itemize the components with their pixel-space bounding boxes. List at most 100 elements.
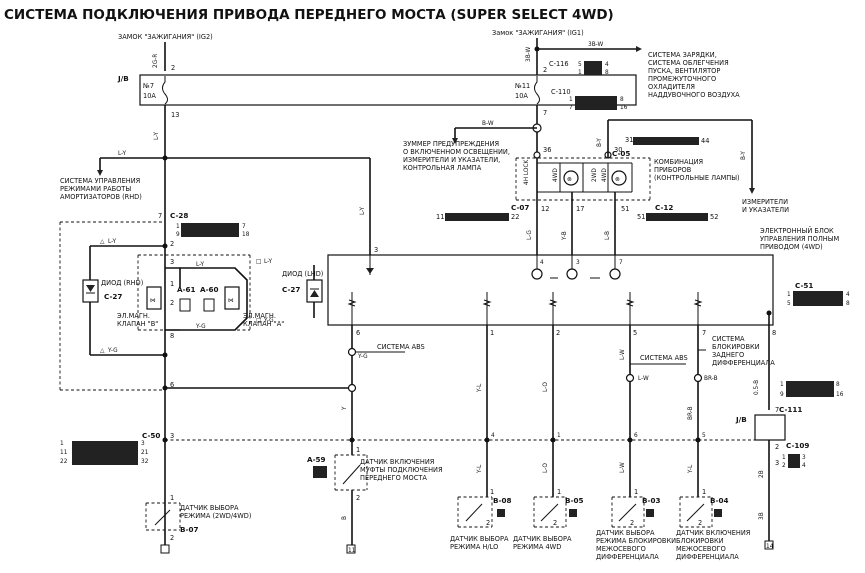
svg-text:L-B: L-B [605,231,611,240]
svg-text:1: 1 [490,329,494,337]
svg-text:ИЗМЕРИТЕЛИ: ИЗМЕРИТЕЛИ [742,198,788,206]
svg-text:1: 1 [170,280,174,288]
svg-text:L-Y: L-Y [118,151,127,157]
wire-2g-r: 2G-R [153,54,159,68]
svg-text:Y-G: Y-G [357,354,368,360]
svg-text:1: 1 [578,70,582,76]
conn-c116 [584,61,602,75]
svg-text:C-12: C-12 [655,203,673,212]
svg-text:22: 22 [60,459,68,465]
svg-text:B-05: B-05 [565,496,583,505]
svg-text:4WD: 4WD [602,168,608,182]
svg-text:РЕЖИМА (2WD/4WD): РЕЖИМА (2WD/4WD) [180,512,251,520]
svg-text:3: 3 [141,441,145,447]
svg-text:Y-L: Y-L [477,383,483,393]
svg-text:2B: 2B [759,470,765,478]
svg-text:⊗: ⊗ [567,177,572,183]
conn-c28 [181,223,239,237]
svg-text:C-05: C-05 [612,149,630,158]
svg-text:36: 36 [543,146,551,154]
svg-text:A-59: A-59 [307,455,326,464]
svg-text:C-50: C-50 [142,431,160,440]
svg-text:МЕЖОСЕВОГО: МЕЖОСЕВОГО [676,545,726,553]
svg-text:4: 4 [491,433,495,439]
svg-text:L-W: L-W [620,349,626,360]
svg-text:Y-G: Y-G [107,348,118,354]
svg-text:0.5-B: 0.5-B [754,380,760,395]
svg-text:14: 14 [766,544,774,550]
diagram-title: СИСТЕМА ПОДКЛЮЧЕНИЯ ПРИВОДА ПЕРЕДНЕГО МО… [4,7,614,23]
svg-text:КОНТРОЛЬНАЯ ЛАМПА: КОНТРОЛЬНАЯ ЛАМПА [403,164,482,172]
svg-text:L-O: L-O [543,463,549,473]
svg-text:6: 6 [170,381,174,389]
svg-text:3: 3 [170,432,174,440]
wire-l-y-main: L-Y [154,131,160,140]
svg-text:B-07: B-07 [180,525,198,534]
switch-b05 [540,503,559,522]
svg-text:2: 2 [356,494,360,502]
svg-text:7: 7 [242,224,246,230]
ground-mark-right [764,540,774,550]
svg-text:11: 11 [348,548,356,554]
conn-c05 [633,137,699,145]
svg-text:B-08: B-08 [493,496,511,505]
svg-text:31: 31 [625,136,633,144]
svg-text:⊗: ⊗ [615,177,620,183]
svg-text:44: 44 [701,137,709,145]
svg-text:8: 8 [605,70,609,76]
svg-text:УПРАВЛЕНИЯ ПОЛНЫМ: УПРАВЛЕНИЯ ПОЛНЫМ [760,235,840,243]
svg-text:ДАТЧИК ВКЛЮЧЕНИЯ: ДАТЧИК ВКЛЮЧЕНИЯ [676,529,750,537]
svg-text:B: B [342,516,348,520]
svg-text:ПЕРЕДНЕГО МОСТА: ПЕРЕДНЕГО МОСТА [360,474,427,482]
svg-text:J/B: J/B [735,415,747,424]
svg-text:ПРИВОДОМ (4WD): ПРИВОДОМ (4WD) [760,243,823,251]
svg-text:1: 1 [782,455,786,461]
svg-text:13: 13 [171,111,179,119]
svg-text:2: 2 [486,519,490,527]
svg-text:5: 5 [633,329,637,337]
svg-text:ДАТЧИК ВЫБОРА: ДАТЧИК ВЫБОРА [450,535,509,543]
svg-text:C-109: C-109 [786,441,809,450]
svg-text:3B-W: 3B-W [526,46,532,62]
svg-text:1: 1 [702,488,706,496]
svg-text:4: 4 [802,463,806,469]
svg-text:7: 7 [543,109,547,117]
svg-text:6: 6 [634,433,638,439]
svg-text:21: 21 [141,450,149,456]
svg-text:22: 22 [511,213,519,221]
conn-c28-label: C-28 [170,211,188,220]
switch-b08 [465,503,483,522]
svg-text:РЕЖИМА 4WD: РЕЖИМА 4WD [513,543,561,551]
svg-text:О ВКЛЮЧЕННОМ ОСВЕЩЕНИИ,: О ВКЛЮЧЕННОМ ОСВЕЩЕНИИ, [403,148,510,156]
fuse-11-symbol [534,76,540,105]
svg-text:ПРИБОРОВ: ПРИБОРОВ [654,166,692,174]
svg-text:ДАТЧИК ВЫБОРА: ДАТЧИК ВЫБОРА [513,535,572,543]
conn-c51 [793,291,843,306]
svg-text:1: 1 [787,292,791,298]
wire-b-w: B-W [482,121,494,127]
svg-text:5: 5 [702,433,706,439]
svg-text:1: 1 [176,224,180,230]
ignition-ig2-label: ЗАМОК "ЗАЖИГАНИЯ" (IG2) [118,33,213,41]
svg-text:4: 4 [846,292,850,298]
conn-c111 [786,381,834,397]
svg-text:7: 7 [775,406,779,414]
switch-a59 [342,464,361,485]
svg-text:4H LOCK: 4H LOCK [524,159,530,185]
svg-text:12: 12 [541,205,549,213]
svg-text:ЭЛ.МАГН.: ЭЛ.МАГН. [243,312,276,320]
svg-text:BR-B: BR-B [688,406,694,420]
svg-text:КОМБИНАЦИЯ: КОМБИНАЦИЯ [654,158,703,166]
svg-text:4: 4 [605,62,609,68]
svg-text:ДАТЧИК ВКЛЮЧЕНИЯ: ДАТЧИК ВКЛЮЧЕНИЯ [360,458,434,466]
svg-text:4WD: 4WD [553,168,559,182]
svg-text:СИСТЕМА ОБЛЕГЧЕНИЯ: СИСТЕМА ОБЛЕГЧЕНИЯ [648,59,729,67]
svg-text:3: 3 [374,246,378,254]
svg-text:Y-L: Y-L [477,464,483,474]
svg-text:ДАТЧИК ВЫБОРА: ДАТЧИК ВЫБОРА [596,529,655,537]
svg-text:L-O: L-O [543,382,549,392]
svg-text:L-W: L-W [638,376,649,382]
svg-text:BR-B: BR-B [704,376,718,382]
conn-c116-label: C-116 [549,60,569,68]
fuse-11-rating: 10A [515,92,528,100]
